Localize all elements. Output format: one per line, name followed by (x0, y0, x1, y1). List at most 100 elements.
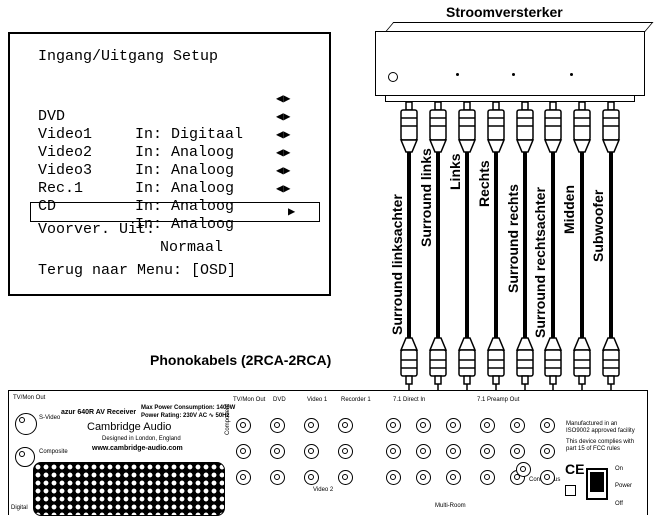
osd-row-source: Rec.1 (38, 180, 84, 197)
rca-pin (607, 101, 615, 111)
osd-row-value: In: Analoog (135, 162, 235, 179)
component-label: Component (225, 403, 231, 435)
rca-boot (399, 139, 419, 153)
rca-boot (515, 337, 535, 351)
rca-plug-bottom (429, 349, 447, 377)
power-rating: Power Rating: 230V AC ∿ 50Hz (141, 413, 230, 419)
component-jack-icon[interactable] (270, 470, 285, 485)
osd-row[interactable]: DVD In: Digitaal ◀▶ (38, 90, 290, 143)
osd-row[interactable]: CD In: Analoog ◀▶ (38, 180, 290, 233)
audio-jack-icon[interactable] (386, 470, 401, 485)
component-jack-icon[interactable] (236, 418, 251, 433)
receiver-model: azur 640R AV Receiver (61, 409, 137, 416)
component-jack-icon[interactable] (338, 418, 353, 433)
osd-menu-box: Ingang/Uitgang Setup DVD In: Digitaal ◀▶… (8, 32, 331, 296)
website: www.cambridge-audio.com (92, 445, 183, 452)
component-jack-icon[interactable] (304, 418, 319, 433)
osd-row-selected[interactable]: Voorver. Uit: Normaal ▶ (38, 203, 295, 256)
audio-jack-icon[interactable] (416, 418, 431, 433)
audio-jack-icon[interactable] (480, 418, 495, 433)
group-label: TV/Mon Out (233, 397, 266, 403)
audio-jack-icon[interactable] (386, 444, 401, 459)
audio-jack-icon[interactable] (540, 444, 555, 459)
compliance-text: Manufactured in an (566, 421, 618, 427)
rca-pin (405, 375, 413, 385)
left-right-arrows-icon: ◀▶ (276, 128, 291, 142)
brand-name: Cambridge Audio (87, 421, 172, 433)
rca-boot (572, 139, 592, 153)
rca-boot (543, 337, 563, 351)
left-right-arrows-icon: ◀▶ (276, 92, 291, 106)
amplifier-label: Stroomversterker (446, 4, 563, 20)
brand-subtitle: Designed in London, England (102, 436, 181, 442)
osd-selected-highlight[interactable] (30, 202, 320, 222)
osd-row-source: DVD (38, 108, 66, 125)
digital-label: Digital (11, 505, 28, 511)
control-bus-jack-icon[interactable] (516, 462, 531, 477)
osd-row-source: Video2 (38, 144, 93, 161)
component-jack-icon[interactable] (236, 444, 251, 459)
audio-jack-icon[interactable] (480, 470, 495, 485)
rca-boot (457, 337, 477, 351)
rca-boot (572, 337, 592, 351)
audio-jack-icon[interactable] (480, 444, 495, 459)
right-arrow-icon: ▶ (288, 205, 296, 219)
group-label: Video 1 (307, 397, 328, 403)
component-jack-icon[interactable] (338, 470, 353, 485)
osd-title: Ingang/Uitgang Setup (38, 48, 219, 65)
rca-plug-bottom (516, 349, 534, 377)
audio-jack-icon[interactable] (446, 418, 461, 433)
group-label: 7.1 Preamp Out (477, 397, 520, 403)
rca-plug-top (487, 109, 505, 141)
rca-pin (463, 375, 471, 385)
osd-row[interactable]: Video2 In: Analoog ◀▶ (38, 126, 290, 179)
audio-jack-icon[interactable] (540, 418, 555, 433)
osd-row[interactable]: Video1 In: Analoog ◀▶ (38, 108, 290, 161)
osd-row-value: In: Analoog (135, 180, 235, 197)
rca-pin (521, 101, 529, 111)
component-jack-icon[interactable] (236, 470, 251, 485)
multi-room-label: Multi-Room (435, 503, 466, 509)
component-jack-icon[interactable] (270, 418, 285, 433)
vent-grille (33, 462, 225, 516)
rca-boot (486, 337, 506, 351)
cable-label: Surround rechtsachter (532, 187, 548, 338)
component-jack-icon[interactable] (304, 444, 319, 459)
rca-pin (434, 375, 442, 385)
osd-row[interactable]: Video3 In: Analoog ◀▶ (38, 144, 290, 197)
compliance-text: This device complies with (566, 439, 635, 445)
group-label: 7.1 Direct In (393, 397, 426, 403)
composite-jack-icon[interactable] (15, 447, 35, 467)
rca-pin (521, 375, 529, 385)
audio-jack-icon[interactable] (416, 444, 431, 459)
rca-boot (399, 337, 419, 351)
audio-jack-icon[interactable] (416, 470, 431, 485)
osd-row-value: In: Digitaal (135, 126, 244, 143)
component-jack-icon[interactable] (270, 444, 285, 459)
compliance-text: part 15 of FCC rules (566, 446, 621, 452)
rca-pin (549, 101, 557, 111)
audio-jack-icon[interactable] (510, 418, 525, 433)
audio-jack-icon[interactable] (386, 418, 401, 433)
rca-pin (578, 375, 586, 385)
audio-jack-icon[interactable] (446, 470, 461, 485)
osd-row-value: Normaal (160, 239, 224, 256)
group-label: DVD (273, 397, 286, 403)
cable-label: Surround links (418, 148, 434, 247)
rca-pin (607, 375, 615, 385)
rca-pin (578, 101, 586, 111)
rca-plug-bottom (602, 349, 620, 377)
component-jack-icon[interactable] (338, 444, 353, 459)
svideo-label: S-Video (39, 415, 61, 421)
left-right-arrows-icon: ◀▶ (276, 110, 291, 124)
audio-jack-icon[interactable] (510, 444, 525, 459)
osd-back-to-menu[interactable]: Terug naar Menu: [OSD] (38, 262, 237, 279)
rca-plug-top (573, 109, 591, 141)
double-insulation-icon (565, 485, 576, 496)
component-jack-icon[interactable] (304, 470, 319, 485)
svideo-jack-icon[interactable] (15, 413, 37, 435)
audio-jack-icon[interactable] (446, 444, 461, 459)
cable-caption: Phonokabels (2RCA-2RCA) (150, 352, 332, 368)
rca-boot (428, 139, 448, 153)
audio-jack-icon[interactable] (540, 470, 555, 485)
